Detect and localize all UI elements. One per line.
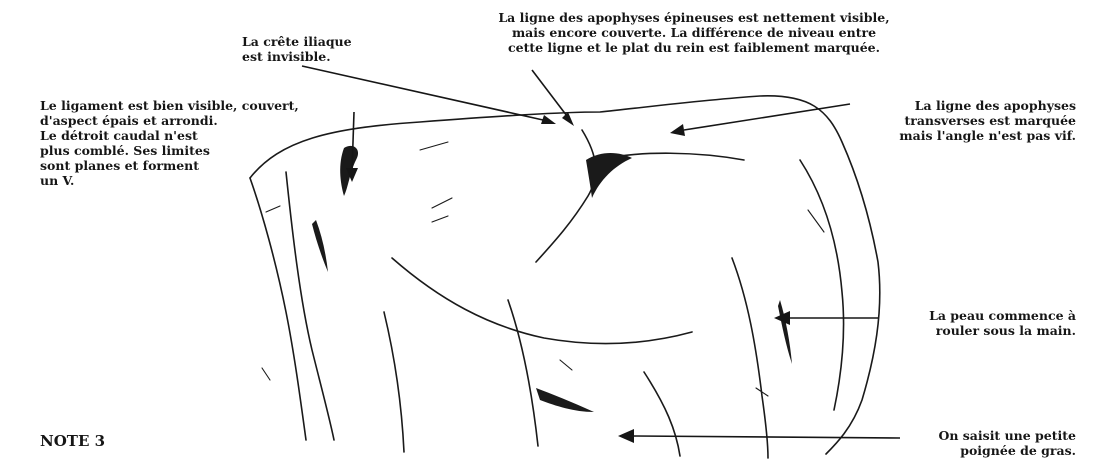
tail-inner-line [286, 172, 334, 440]
spinous-leader-arrow [562, 112, 574, 126]
hair-stroke-1 [266, 206, 280, 212]
spinous-leader-line [532, 70, 570, 120]
thigh-line [732, 258, 768, 458]
flank-shadow [778, 300, 792, 364]
note-label: NOTE 3 [40, 432, 105, 450]
belly-contour [392, 258, 692, 344]
ligament-annotation: Le ligament est bien visible, couvert, d… [40, 98, 299, 188]
transverse-leader-line [684, 104, 850, 130]
skin-annotation: La peau commence à rouler sous la main. [866, 308, 1076, 338]
hair-stroke-6 [262, 368, 270, 380]
rear-contour [800, 160, 844, 410]
fat-annotation: On saisit une petite poignée de gras. [886, 428, 1076, 458]
spine-shadow [586, 153, 632, 198]
spinous-annotation: La ligne des apophyses épineuses est net… [434, 10, 954, 55]
crest-leader-line [302, 66, 552, 122]
hind-line [644, 372, 680, 456]
tail-outline [250, 178, 306, 440]
fat-leader-arrow [618, 429, 634, 443]
hair-stroke-4 [432, 216, 448, 222]
flank-line [384, 312, 404, 452]
transverse-leader-arrow [670, 124, 685, 136]
leg-line [508, 300, 538, 446]
crest-leader-arrow [541, 115, 556, 124]
transverse-annotation: La ligne des apophyses transverses est m… [836, 98, 1076, 143]
crest-annotation: La crête iliaque est invisible. [242, 34, 352, 64]
hair-stroke-2 [420, 142, 448, 150]
fat-leader-line [634, 436, 900, 438]
fat-pad-shadow [536, 388, 594, 412]
rump-fold [536, 130, 596, 262]
hair-stroke-3 [432, 198, 452, 208]
hair-stroke-5 [808, 210, 824, 232]
caudal-shadow [312, 220, 328, 272]
hair-stroke-7 [560, 360, 572, 370]
